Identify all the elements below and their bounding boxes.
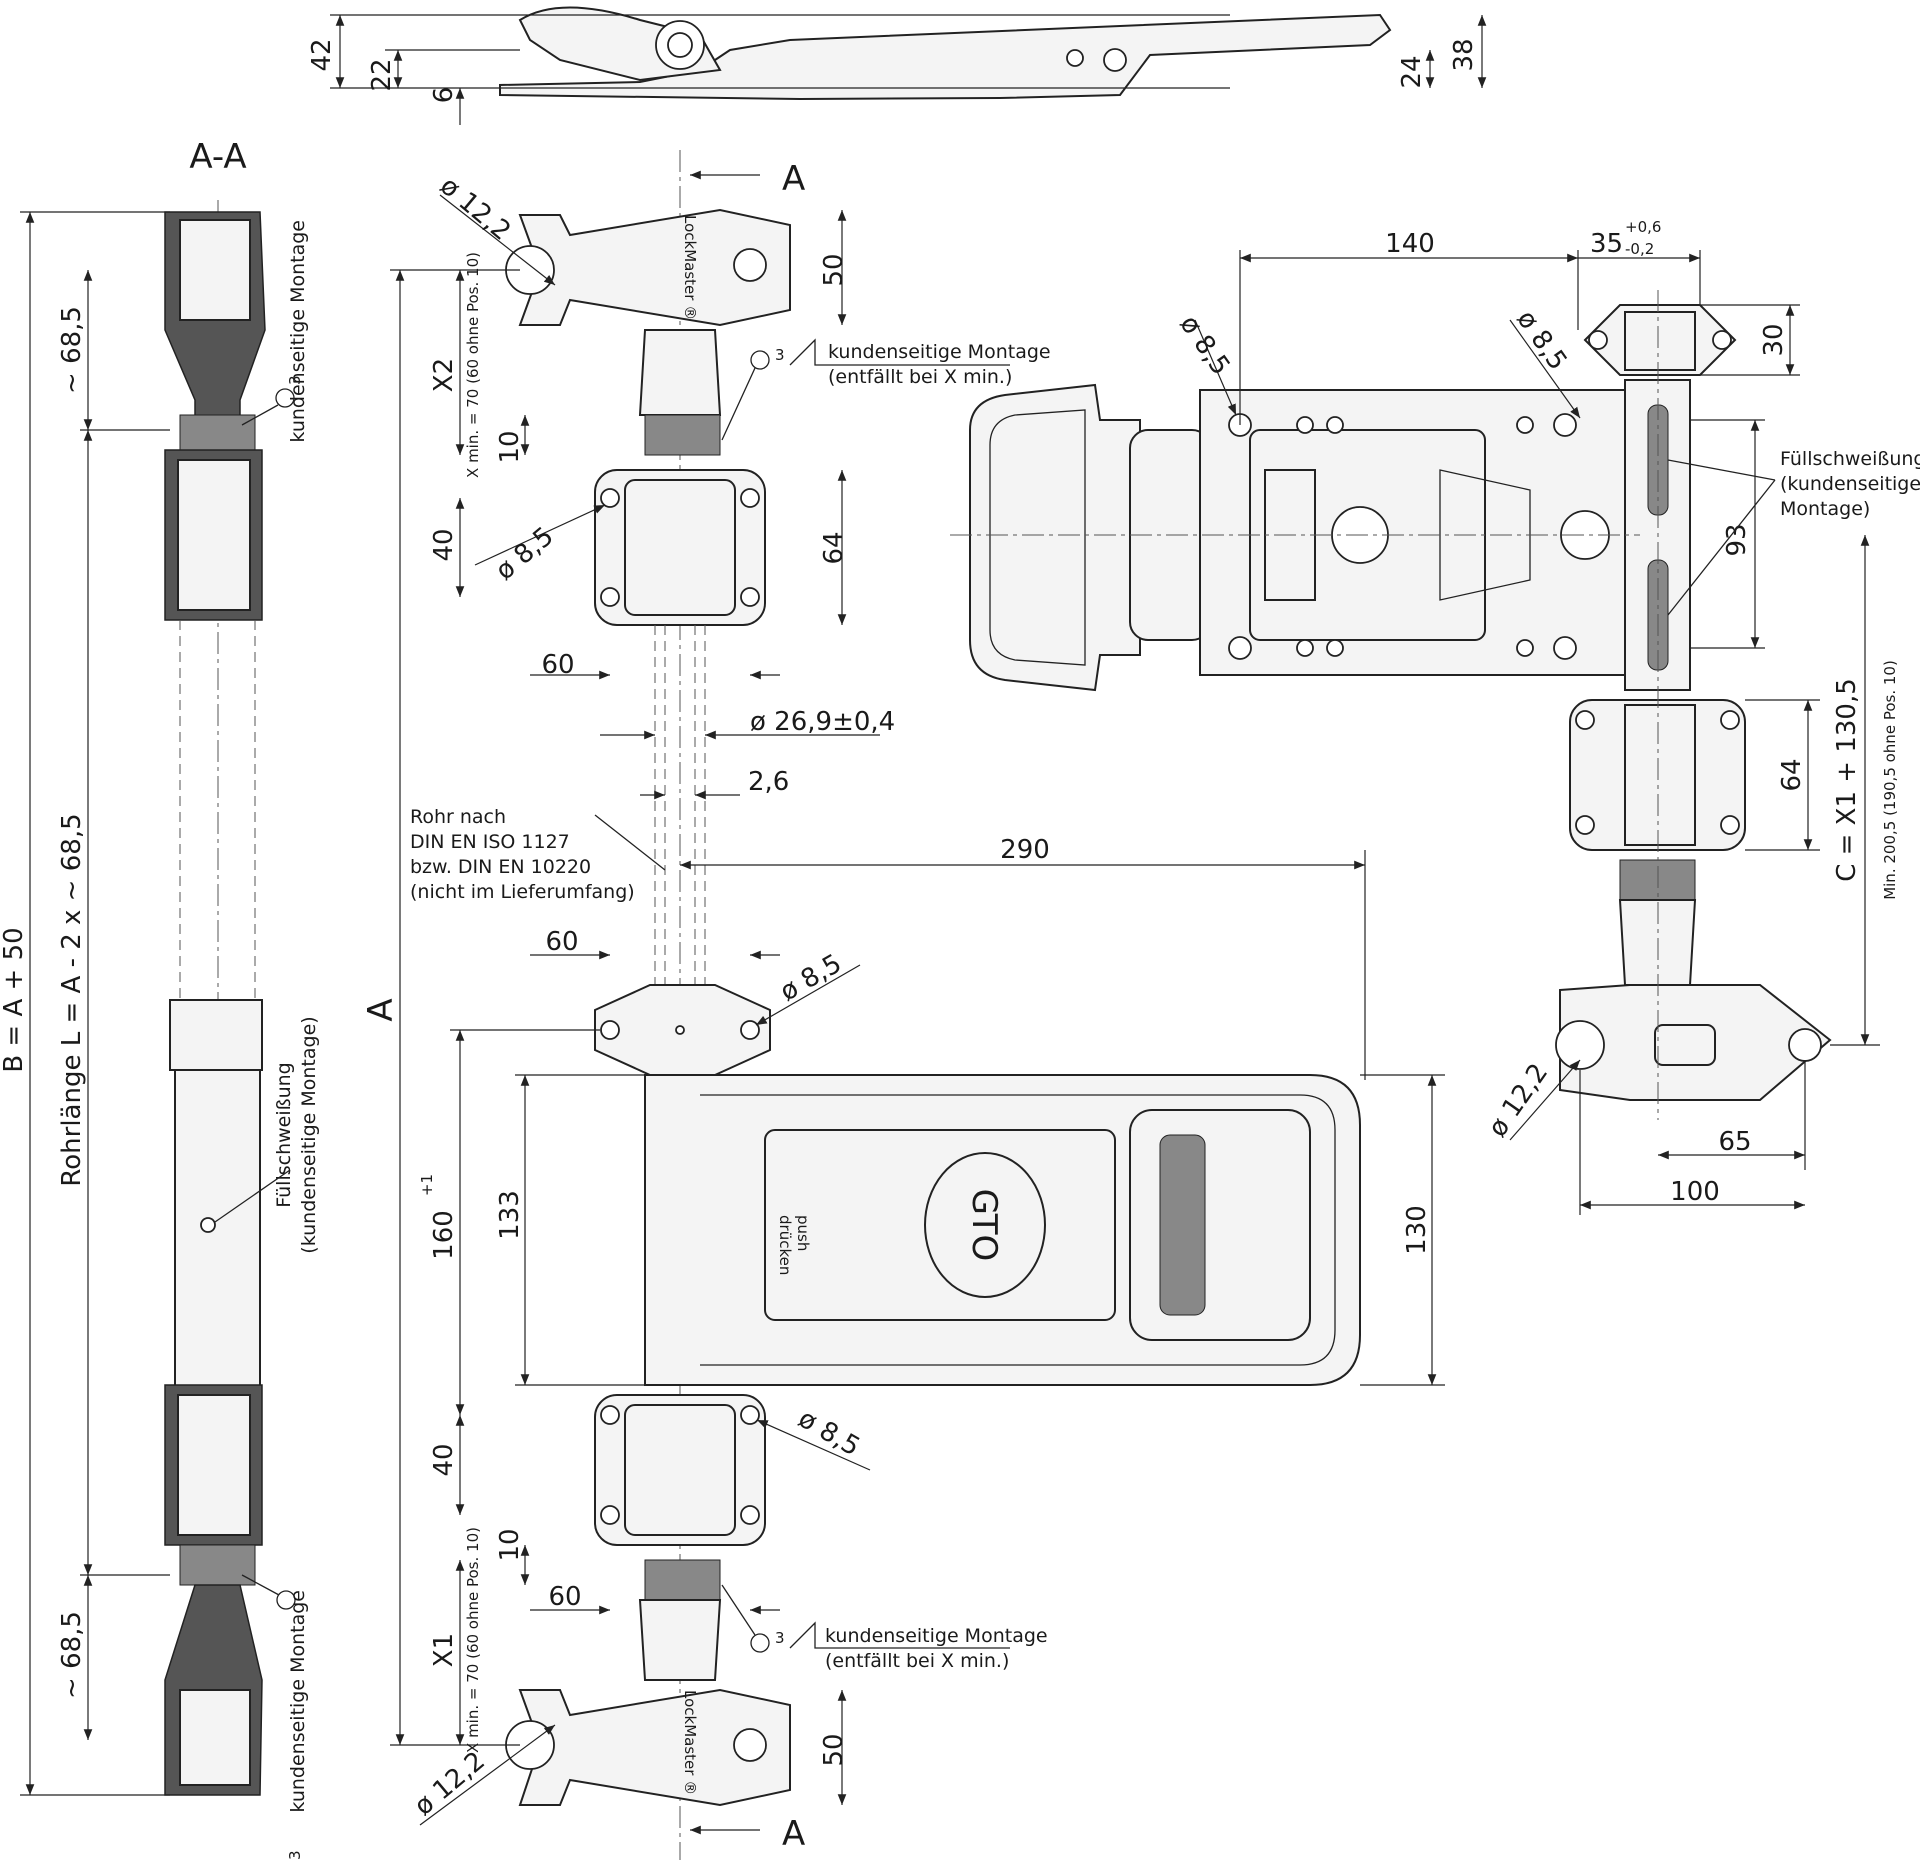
dim-tube-dia: ø 26,9±0,4 (750, 707, 895, 737)
note-tube-3: bzw. DIN EN 10220 (410, 856, 591, 878)
dim-a: A (361, 998, 401, 1021)
dim-64-front: 64 (819, 531, 849, 564)
section-title: A-A (189, 137, 246, 177)
dim-64-detail: 64 (1777, 758, 1807, 791)
note-weld-detail: Füllschweißung (1780, 448, 1920, 470)
dim-50-bottom: 50 (819, 1733, 849, 1766)
dim-60-middle: 60 (545, 927, 578, 957)
dim-40-top: 40 (429, 528, 459, 561)
dim-65: 65 (1718, 1127, 1751, 1157)
dim-30: 30 (1759, 323, 1789, 356)
dim-x2: X2 (429, 358, 459, 392)
dim-c-min: Min. 200,5 (190,5 ohne Pos. 10) (1881, 660, 1899, 900)
weld-number-aa-bottom: 3 (286, 1850, 304, 1860)
cut-label-top: A (782, 159, 805, 199)
section-view: A-A B = A + 50 Rohrlänge L = A - 2 x ~ 6… (0, 137, 320, 1860)
note-tube-1: Rohr nach (410, 806, 506, 828)
dim-x2-min: X min. = 70 (60 ohne Pos. 10) (464, 252, 482, 478)
dim-hole-middle: ø 8,5 (775, 949, 847, 1008)
dim-l-formula: Rohrlänge L = A - 2 x ~ 68,5 (57, 813, 87, 1186)
dim-side-6: 6 (429, 87, 459, 104)
dim-b-formula: B = A + 50 (0, 927, 29, 1072)
dim-c-formula: C = X1 + 130,5 (1832, 678, 1862, 882)
dim-133: 133 (495, 1190, 525, 1240)
note-customer-front-bottom: kundenseitige Montage (825, 1625, 1048, 1647)
dim-side-38: 38 (1449, 38, 1479, 71)
note-customer-aa-top: kundenseitige Montage (287, 220, 309, 443)
weld-number-aa-top: 3 (286, 375, 304, 385)
note-tube-4: (nicht im Lieferumfang) (410, 881, 635, 903)
dim-side-22: 22 (367, 58, 397, 91)
weld-number-front-top: 3 (775, 346, 785, 364)
dim-50-top: 50 (819, 253, 849, 286)
detail-view: 140 35 +0,6 -0,2 30 93 64 C = X1 + 130,5… (950, 218, 1920, 1215)
dim-10-bottom: 10 (495, 1528, 525, 1561)
dim-hole-detail-right: ø 8,5 (1510, 305, 1572, 376)
note-customer-front-top: kundenseitige Montage (828, 341, 1051, 363)
dim-35-tol-plus: +0,6 (1625, 218, 1661, 236)
note-weld-aa: Füllschweißung (273, 1062, 295, 1208)
dim-wall: 2,6 (748, 767, 789, 797)
dim-hole-bottom: ø 8,5 (793, 1404, 865, 1463)
gto-logo: GTO (964, 1189, 1004, 1262)
push-label-de: drücken (776, 1215, 794, 1275)
dim-100: 100 (1670, 1177, 1720, 1207)
note-customer-aa-bottom: kundenseitige Montage (287, 1590, 309, 1813)
dim-side-24: 24 (1397, 55, 1427, 88)
note-not-xmin-bottom: (entfällt bei X min.) (825, 1650, 1009, 1672)
note-weld-detail-3: Montage) (1780, 498, 1870, 520)
dim-35-tol-minus: -0,2 (1625, 240, 1654, 258)
note-weld-customer-aa: (kundenseitige Montage) (298, 1016, 320, 1253)
note-tube-2: DIN EN ISO 1127 (410, 831, 570, 853)
dim-approx-top: ~ 68,5 (57, 306, 87, 394)
dim-130: 130 (1402, 1205, 1432, 1255)
dim-60-bottom: 60 (548, 1582, 581, 1612)
dim-140: 140 (1385, 229, 1435, 259)
note-not-xmin-top: (entfällt bei X min.) (828, 366, 1012, 388)
dim-side-42: 42 (307, 38, 337, 71)
dim-x1: X1 (429, 1633, 459, 1667)
dim-bolt-bottom: ø 12,2 (409, 1746, 491, 1822)
note-weld-detail-2: (kundenseitige (1780, 473, 1920, 495)
cut-label-bottom: A (782, 1814, 805, 1854)
dim-60-top: 60 (541, 650, 574, 680)
brand-label-bottom: LockMaster ® (681, 1690, 699, 1795)
push-label-en: push (794, 1215, 812, 1251)
dim-160: 160 (429, 1210, 459, 1260)
dim-10-top: 10 (495, 430, 525, 463)
dim-x1-min: X min. = 70 (60 ohne Pos. 10) (464, 1527, 482, 1753)
weld-number-front-bottom: 3 (775, 1629, 785, 1647)
side-view: 42 22 6 24 38 (307, 6, 1487, 125)
dim-290: 290 (1000, 835, 1050, 865)
dim-160-tol: +1 (418, 1174, 436, 1196)
dim-approx-bottom: ~ 68,5 (57, 1611, 87, 1699)
dim-bolt-top: ø 12,2 (434, 171, 516, 247)
front-view: A A LockMaster ® GTO drücken (361, 150, 1445, 1860)
brand-label-top: LockMaster ® (681, 215, 699, 320)
dim-hole-detail-left: ø 8,5 (1173, 310, 1235, 381)
dim-40-bottom: 40 (429, 1443, 459, 1476)
dim-35: 35 (1590, 229, 1623, 259)
